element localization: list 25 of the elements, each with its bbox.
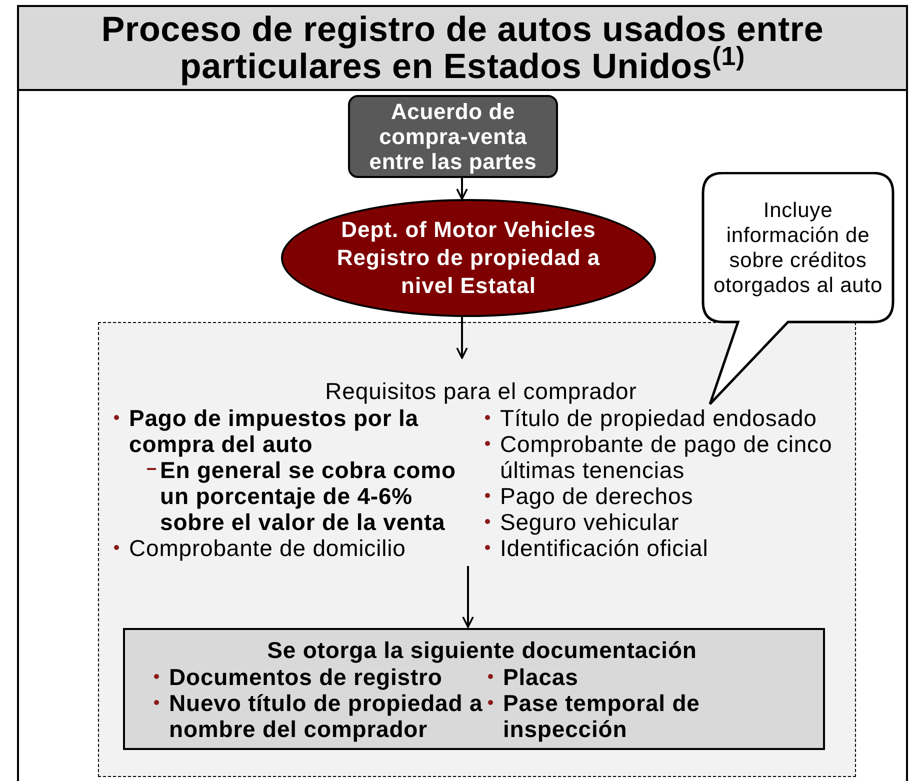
list-item: En general se cobra como un porcentaje de 4-6% sobre el valor de la venta [160,457,457,535]
list-item: Pago de impuestos por la compra del auto [129,405,420,457]
section-heading: Se otorga la siguiente documentación [267,636,697,664]
diagram-title: Proceso de registro de autos usados entre particulares en Estados Unidos$^{(1)}$ [100,11,825,85]
list-item: Identificación oficial [500,535,708,561]
list-item: Pago de derechos [500,483,694,509]
callout-text: Incluye información de sobre créditos otorgados al auto [712,198,884,298]
list-item: Documentos de registro [169,664,442,690]
list-item: Pase temporal de inspección [503,690,701,742]
speech-bubble [700,172,896,406]
list-item: Comprobante de pago de cinco últimas tenencias [500,431,834,483]
arrow [456,317,468,359]
list-item: Comprobante de domicilio [129,535,406,561]
ellipse-text: Dept. of Motor Vehicles Registro de propiedad a nivel Estatal [336,216,602,300]
section-heading: Requisitos para el comprador [325,377,637,405]
arrow [456,178,468,200]
box-text: Acuerdo de compra-venta entre las partes [368,99,538,174]
list-item: Seguro vehicular [500,509,680,535]
result-box [123,628,825,750]
arrow [462,566,474,628]
list-item: Placas [503,664,578,690]
dashed-panel [98,322,856,777]
process-box [348,95,558,178]
list-item: Nuevo título de propiedad a nombre del comprador [169,690,484,742]
list-item: Título de propiedad endosado [500,405,817,431]
